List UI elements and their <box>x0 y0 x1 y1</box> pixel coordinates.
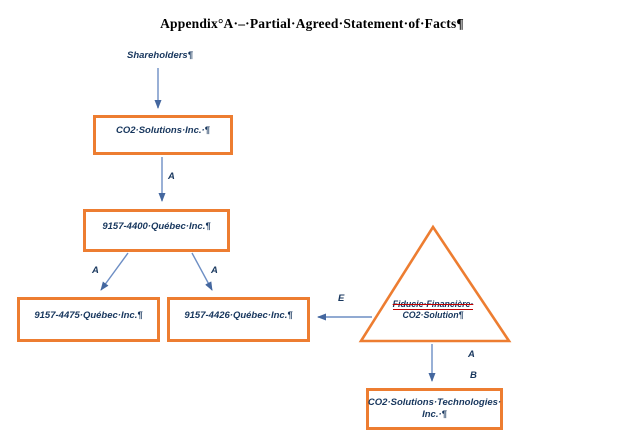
fiducie-struck-text: Fiducie·Financière· <box>392 299 474 310</box>
node-9157-4400[interactable]: 9157-4400·Québec·Inc.¶ <box>83 209 230 252</box>
node-9157-4475[interactable]: 9157-4475·Québec·Inc.¶ <box>17 297 160 342</box>
shareholders-label[interactable]: Shareholders¶ <box>127 50 193 61</box>
page-title: Appendix°A·–·Partial·Agreed·Statement·of… <box>160 16 464 31</box>
node-9157-4426-label: 9157-4426·Québec·Inc.¶ <box>184 309 293 321</box>
node-9157-4475-label: 9157-4475·Québec·Inc.¶ <box>34 309 143 321</box>
edge-label-a2: A <box>92 265 99 276</box>
edge-label-a4: A <box>468 349 475 360</box>
connector-4400-to-4426 <box>191 252 213 291</box>
edge-label-b: B <box>470 370 477 381</box>
node-co2-solutions-technologies-label: CO2·Solutions·Technologies· Inc.·¶ <box>367 397 502 420</box>
connector-4400-to-4475 <box>100 252 129 291</box>
edge-label-e: E <box>338 293 345 304</box>
node-9157-4400-label: 9157-4400·Québec·Inc.¶ <box>102 220 211 232</box>
fiducie-text-line2: CO2·Solution¶ <box>402 310 464 321</box>
node-co2-solutions-technologies[interactable]: CO2·Solutions·Technologies· Inc.·¶ <box>366 388 503 430</box>
node-9157-4426[interactable]: 9157-4426·Québec·Inc.¶ <box>167 297 310 342</box>
fiducie-triangle-label: Fiducie·Financière· CO2·Solution¶ <box>368 299 498 322</box>
edge-label-a3: A <box>211 265 218 276</box>
node-co2-solutions[interactable]: CO2·Solutions·Inc.·¶ <box>93 115 233 155</box>
fiducie-triangle-shape[interactable] <box>358 224 512 343</box>
edge-label-a1: A <box>168 171 175 182</box>
node-co2-solutions-label: CO2·Solutions·Inc.·¶ <box>116 125 210 137</box>
